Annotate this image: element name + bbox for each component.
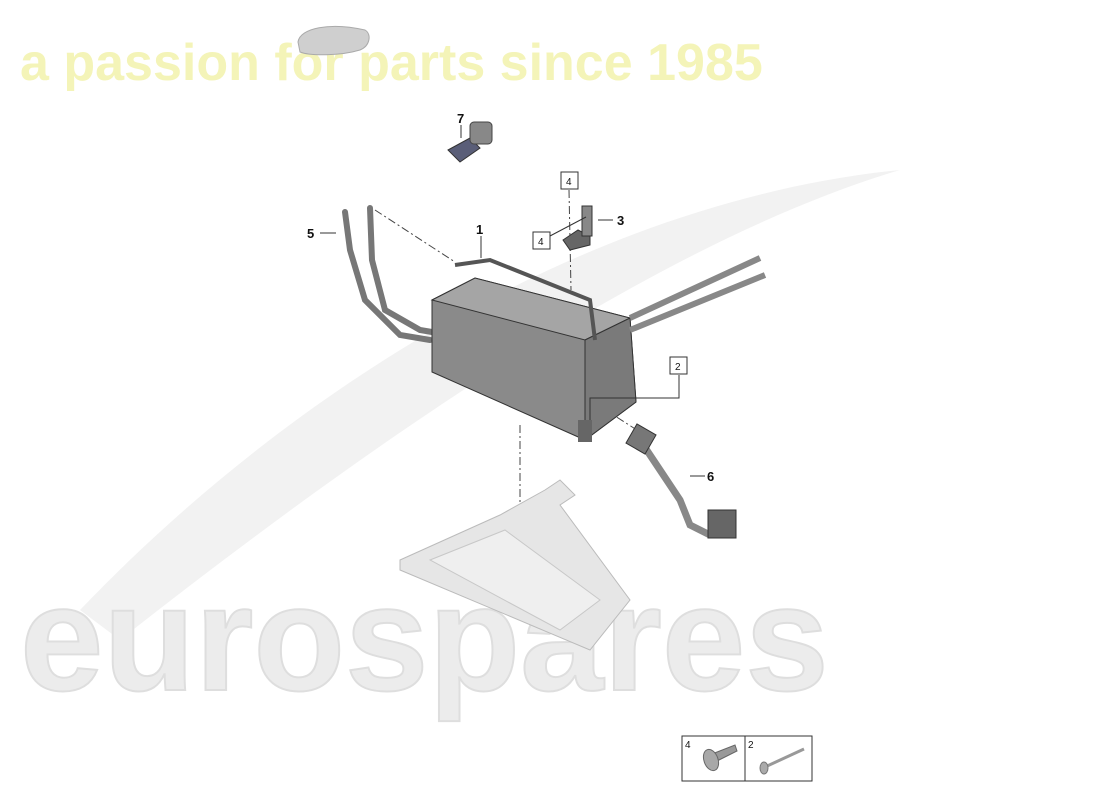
part-7-sensor [447, 121, 493, 163]
bolt-icon [759, 747, 805, 775]
screw-with-washer-icon [702, 744, 738, 772]
part-1-tank [430, 255, 767, 442]
vehicle-icon [297, 25, 370, 56]
svg-text:4: 4 [566, 177, 572, 188]
callout-7: 7 [457, 111, 464, 126]
skid-plate [399, 479, 631, 651]
svg-text:2: 2 [675, 362, 681, 373]
fastener-legend: 4 2 [681, 735, 813, 782]
part-6-hose [625, 423, 737, 539]
callout-1: 1 [476, 222, 483, 237]
boxed-ref-4-side: 4 [532, 231, 551, 250]
watermark-brand: eurospares [20, 554, 829, 722]
part-5-pipes [342, 205, 435, 343]
boxed-ref-4-top: 4 [560, 171, 579, 190]
callout-6: 6 [707, 469, 714, 484]
boxed-ref-2: 2 [669, 356, 688, 375]
legend-label-4: 4 [685, 740, 691, 751]
legend-label-2: 2 [748, 740, 754, 751]
callout-3: 3 [617, 213, 624, 228]
watermark-swoosh [80, 170, 900, 640]
part-3-bracket [562, 205, 593, 251]
callout-5: 5 [307, 226, 314, 241]
svg-text:4: 4 [538, 237, 544, 248]
watermark-tagline: a passion for parts since 1985 [20, 34, 763, 92]
watermark: eurospares a passion for parts since 198… [19, 34, 900, 723]
